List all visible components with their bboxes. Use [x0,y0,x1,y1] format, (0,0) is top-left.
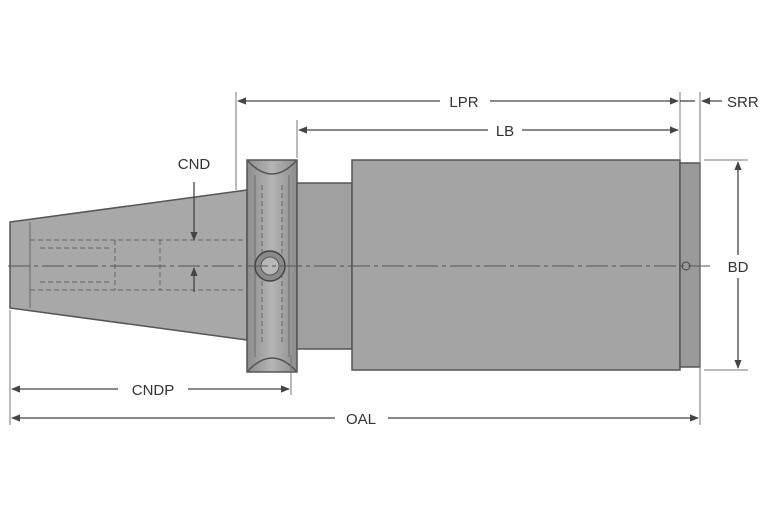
lpr-label: LPR [449,94,478,111]
main-body [351,159,701,371]
oal-label: OAL [346,411,376,428]
bd-label: BD [728,259,749,276]
dimension-lb: LB [298,123,679,140]
extension-lines [9,92,748,425]
dimension-srr: SRR [680,94,759,111]
dimension-bd: BD [728,161,749,369]
srr-label: SRR [727,94,759,111]
cnd-label: CND [178,156,211,173]
dimension-cndp: CNDP [11,382,290,399]
taper-shank [9,189,248,341]
dimension-oal: OAL [11,411,699,428]
dimension-cnd: CND [178,156,211,292]
lb-label: LB [496,123,514,140]
dimension-lpr: LPR [237,94,679,111]
cndp-label: CNDP [132,382,175,399]
